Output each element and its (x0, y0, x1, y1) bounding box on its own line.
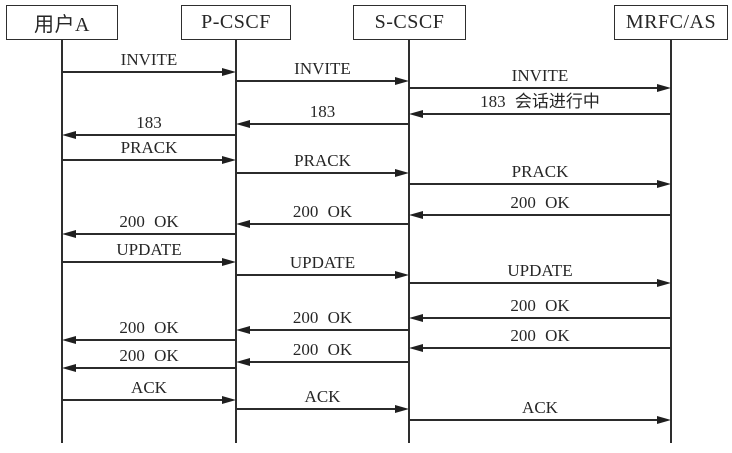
message-arrow-line (248, 123, 409, 125)
message-arrowhead (409, 109, 423, 118)
message-arrowhead (395, 168, 409, 177)
message-arrow-line (236, 274, 397, 276)
message-label: 200 OK (119, 346, 179, 365)
message-arrow-line (236, 408, 397, 410)
message-arrowhead (395, 404, 409, 413)
message-arrow-line (409, 419, 659, 421)
message-arrowhead (409, 343, 423, 352)
message-label: PRACK (120, 138, 178, 157)
message-label: UPDATE (116, 240, 182, 259)
participant-box-mrfc-as: MRFC/AS (614, 5, 728, 40)
message-arrow-line (421, 113, 671, 115)
message-arrowhead (657, 83, 671, 92)
message-arrow-line (62, 159, 224, 161)
message-label: 200 OK (292, 202, 353, 221)
participant-label: 用户A (34, 14, 90, 36)
message-label: 200 OK (119, 212, 179, 231)
message-arrow-line (421, 214, 671, 216)
message-arrow-line (236, 80, 397, 82)
message-arrow-line (248, 329, 409, 331)
message-label: UPDATE (289, 253, 356, 272)
message-arrow-line (74, 134, 236, 136)
message-label: 200 OK (510, 296, 570, 315)
message-arrowhead (395, 270, 409, 279)
message-arrowhead (395, 76, 409, 85)
message-label: 183 (309, 102, 336, 121)
participant-box-p-cscf: P-CSCF (181, 5, 291, 40)
message-arrow-line (409, 87, 659, 89)
message-arrow-line (409, 282, 659, 284)
message-arrowhead (657, 179, 671, 188)
message-arrowhead (409, 313, 423, 322)
message-label: UPDATE (507, 261, 573, 280)
message-arrow-line (74, 233, 236, 235)
message-label: 200 OK (510, 193, 570, 212)
message-label: ACK (304, 387, 341, 406)
message-arrowhead (62, 335, 76, 344)
message-arrow-line (248, 223, 409, 225)
message-arrowhead (236, 219, 250, 228)
message-label: INVITE (120, 50, 178, 69)
message-arrowhead (236, 357, 250, 366)
message-arrowhead (657, 278, 671, 287)
message-arrowhead (62, 363, 76, 372)
message-label: 200 OK (119, 318, 179, 337)
message-label: 183 (136, 113, 162, 132)
lifeline-p-cscf (235, 40, 237, 443)
message-label: PRACK (511, 162, 569, 181)
message-arrowhead (222, 395, 236, 404)
message-arrowhead (222, 155, 236, 164)
message-arrow-line (62, 399, 224, 401)
message-label: 200 OK (510, 326, 570, 345)
message-label: 183 会话进行中 (480, 92, 600, 111)
message-arrowhead (222, 257, 236, 266)
message-label: 200 OK (292, 308, 353, 327)
participant-label: S-CSCF (374, 11, 445, 33)
message-arrowhead (236, 325, 250, 334)
message-arrow-line (409, 183, 659, 185)
lifeline-mrfc-as (670, 40, 672, 443)
message-arrowhead (222, 67, 236, 76)
message-arrowhead (236, 119, 250, 128)
message-arrow-line (62, 261, 224, 263)
message-label: ACK (131, 378, 167, 397)
participant-label: P-CSCF (201, 11, 271, 33)
message-arrow-line (236, 172, 397, 174)
message-arrowhead (62, 229, 76, 238)
message-arrow-line (421, 317, 671, 319)
message-label: PRACK (294, 151, 351, 170)
message-label: INVITE (511, 66, 569, 85)
message-arrowhead (657, 415, 671, 424)
message-label: INVITE (294, 59, 351, 78)
message-arrow-line (62, 71, 224, 73)
lifeline-s-cscf (408, 40, 410, 443)
participant-box-user-a: 用户A (6, 5, 118, 40)
message-label: 200 OK (292, 340, 353, 359)
message-arrow-line (248, 361, 409, 363)
message-arrowhead (409, 210, 423, 219)
lifeline-user-a (61, 40, 63, 443)
message-label: ACK (522, 398, 558, 417)
participant-label: MRFC/AS (625, 11, 717, 33)
message-arrowhead (62, 130, 76, 139)
message-arrow-line (74, 339, 236, 341)
message-arrow-line (74, 367, 236, 369)
participant-box-s-cscf: S-CSCF (353, 5, 466, 40)
message-arrow-line (421, 347, 671, 349)
